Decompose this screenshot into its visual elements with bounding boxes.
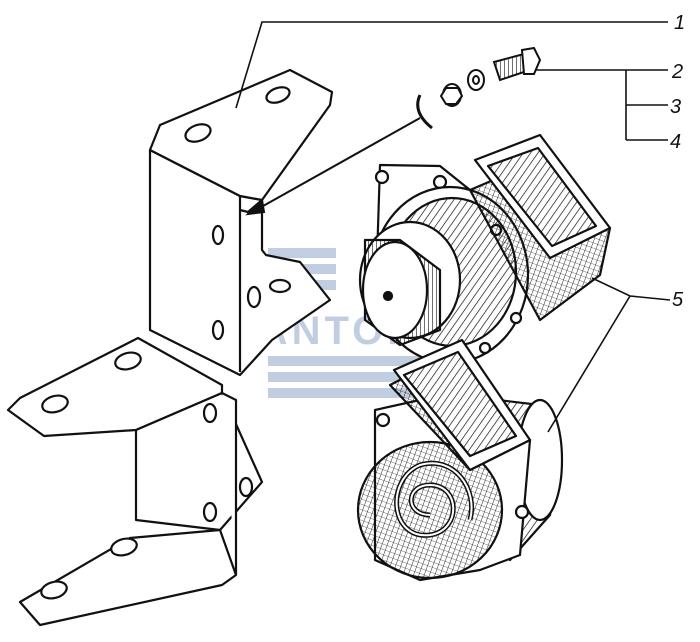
leader-lines: [235, 21, 671, 433]
callout-4: 4: [670, 131, 681, 153]
upper-horn: [358, 133, 612, 365]
callout-1: 1: [674, 12, 685, 34]
leader-arrow: [245, 117, 421, 216]
upper-bracket: [148, 68, 334, 377]
fasteners: [416, 46, 542, 130]
lower-bracket: [6, 336, 264, 627]
callout-3: 3: [670, 96, 681, 118]
callout-2: 2: [671, 61, 683, 83]
callout-5: 5: [672, 289, 684, 311]
lower-horn: [356, 338, 564, 582]
